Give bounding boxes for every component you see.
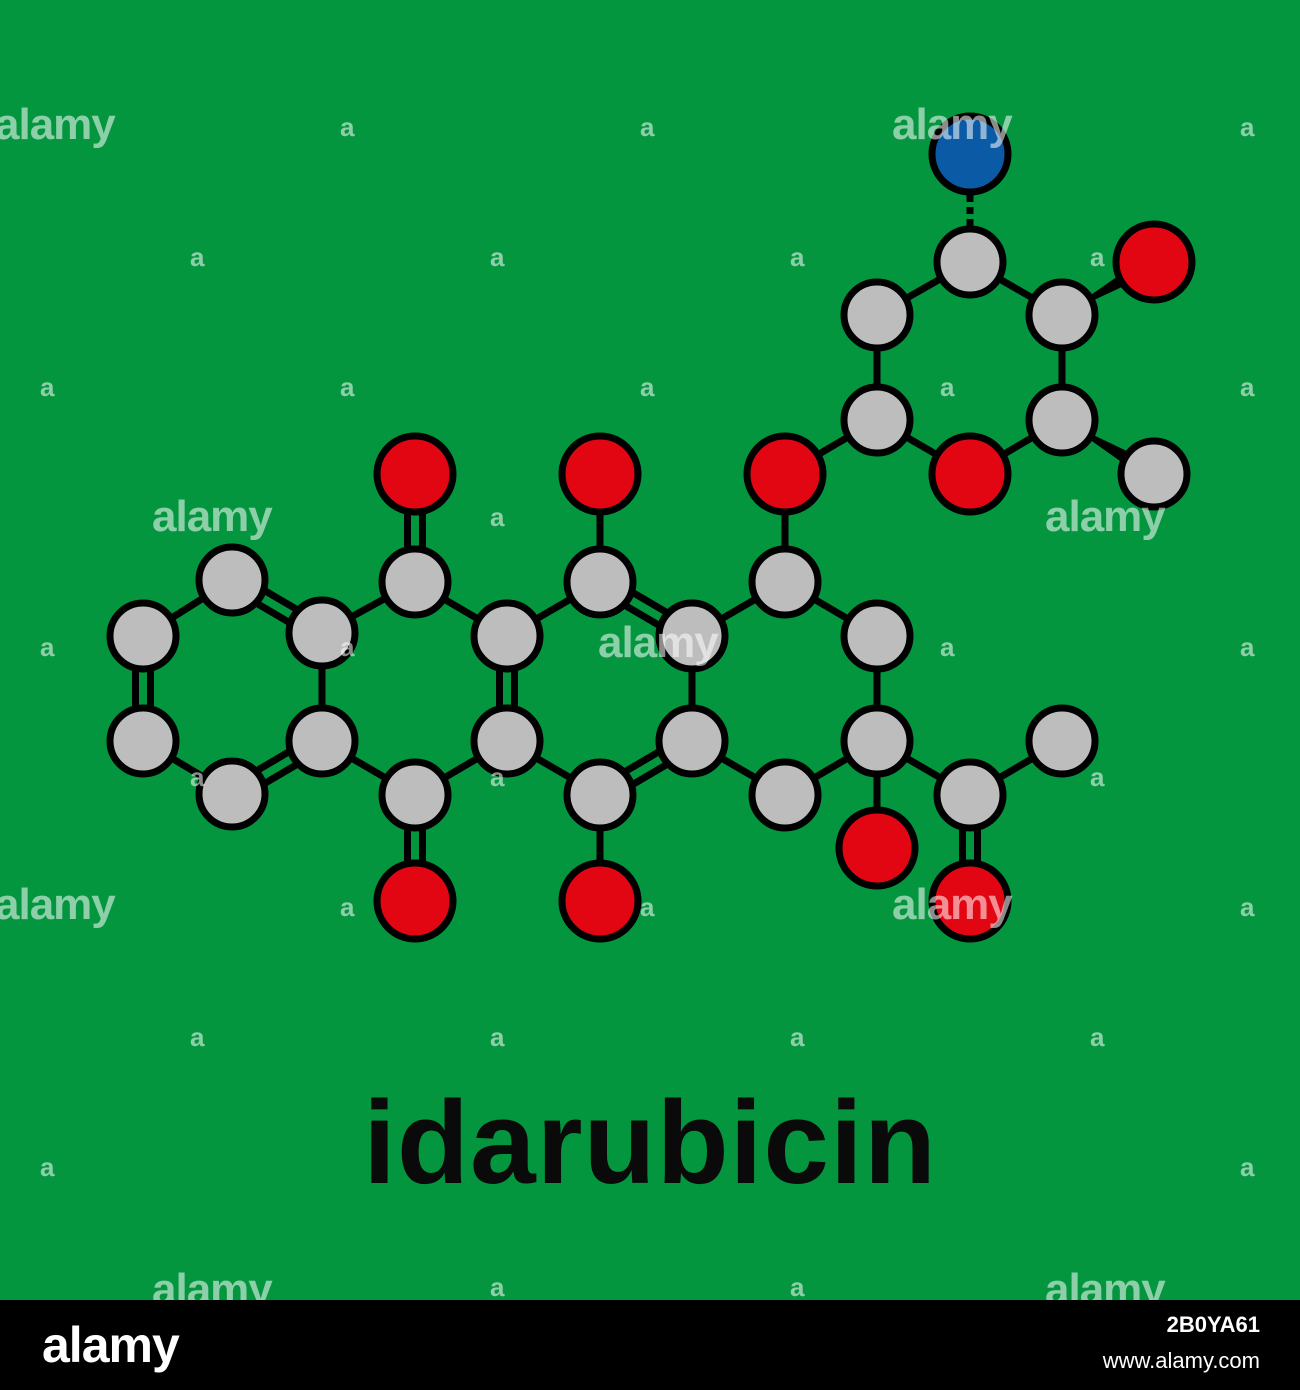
carbon-atom (840, 704, 914, 778)
oxygen-atom (928, 432, 1012, 516)
carbon-atom (285, 704, 359, 778)
carbon-atom (840, 599, 914, 673)
oxygen-atom (835, 806, 919, 890)
footer-image-id: 2B0YA61 (1166, 1312, 1260, 1337)
carbon-atom (470, 704, 544, 778)
footer-url: www.alamy.com (1102, 1348, 1260, 1373)
carbon-atom (840, 278, 914, 352)
carbon-atom (933, 758, 1007, 832)
carbon-atom (933, 225, 1007, 299)
carbon-atom (840, 383, 914, 457)
atoms-layer (106, 112, 1196, 943)
carbon-atom (655, 599, 729, 673)
carbon-atom (748, 545, 822, 619)
oxygen-atom (743, 432, 827, 516)
carbon-atom (1117, 437, 1191, 511)
carbon-atom (1025, 278, 1099, 352)
carbon-atom (563, 758, 637, 832)
carbon-atom (378, 758, 452, 832)
nitrogen-atom (928, 112, 1012, 196)
carbon-atom (748, 758, 822, 832)
carbon-atom (563, 545, 637, 619)
idarubicin-structure-diagram (106, 112, 1196, 943)
footer-bar: alamy 2B0YA61 www.alamy.com (0, 1300, 1300, 1390)
oxygen-atom (928, 859, 1012, 943)
carbon-atom (470, 599, 544, 673)
oxygen-atom (558, 859, 642, 943)
carbon-atom (195, 543, 269, 617)
carbon-atom (195, 757, 269, 831)
carbon-atom (655, 704, 729, 778)
footer-brand-logo: alamy (42, 1317, 180, 1373)
carbon-atom (106, 599, 180, 673)
oxygen-atom (373, 432, 457, 516)
compound-title: idarubicin (363, 1077, 937, 1209)
carbon-atom (106, 704, 180, 778)
oxygen-atom (1112, 220, 1196, 304)
carbon-atom (378, 545, 452, 619)
oxygen-atom (558, 432, 642, 516)
carbon-atom (285, 596, 359, 670)
oxygen-atom (373, 859, 457, 943)
carbon-atom (1025, 383, 1099, 457)
carbon-atom (1025, 704, 1099, 778)
